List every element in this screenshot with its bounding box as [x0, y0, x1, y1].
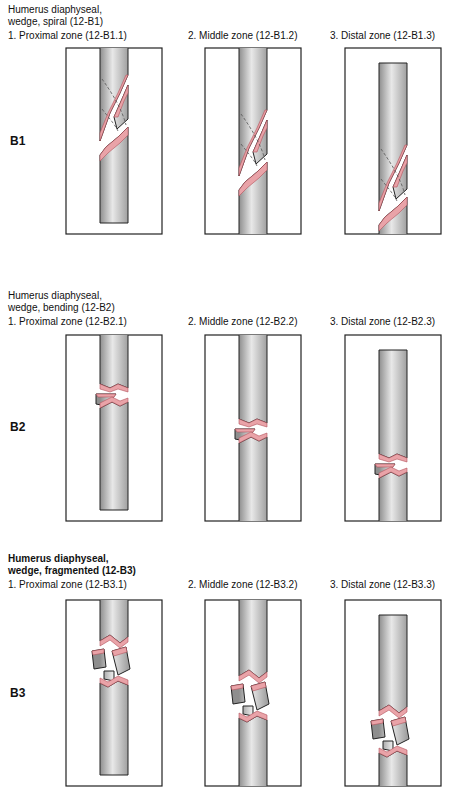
fracture-panel	[205, 28, 301, 258]
zone-label: 1. Proximal zone (12-B1.1)	[8, 30, 127, 42]
group-title: Humerus diaphyseal, wedge, spiral (12-B1…	[8, 4, 128, 28]
group-title: Humerus diaphyseal, wedge, bending (12-B…	[8, 290, 128, 314]
group-code: B1	[10, 134, 25, 148]
fracture-panel	[345, 600, 441, 800]
fracture-panel	[205, 315, 301, 545]
zone-label: 1. Proximal zone (12-B3.1)	[8, 579, 127, 591]
group-title: Humerus diaphyseal, wedge, fragmented (1…	[8, 553, 140, 577]
zone-label: 2. Middle zone (12-B1.2)	[188, 30, 298, 42]
fracture-panel	[205, 580, 301, 800]
group-code: B2	[10, 420, 25, 434]
zone-label: 3. Distal zone (12-B3.3)	[330, 579, 435, 591]
fracture-panel	[345, 48, 441, 293]
zone-label: 3. Distal zone (12-B2.3)	[330, 316, 435, 328]
group-code: B3	[10, 686, 25, 700]
zone-label: 2. Middle zone (12-B3.2)	[188, 579, 298, 591]
zone-label: 3. Distal zone (12-B1.3)	[330, 30, 435, 42]
fracture-panel	[345, 335, 441, 580]
zone-label: 1. Proximal zone (12-B2.1)	[8, 316, 127, 328]
zone-label: 2. Middle zone (12-B2.2)	[188, 316, 298, 328]
